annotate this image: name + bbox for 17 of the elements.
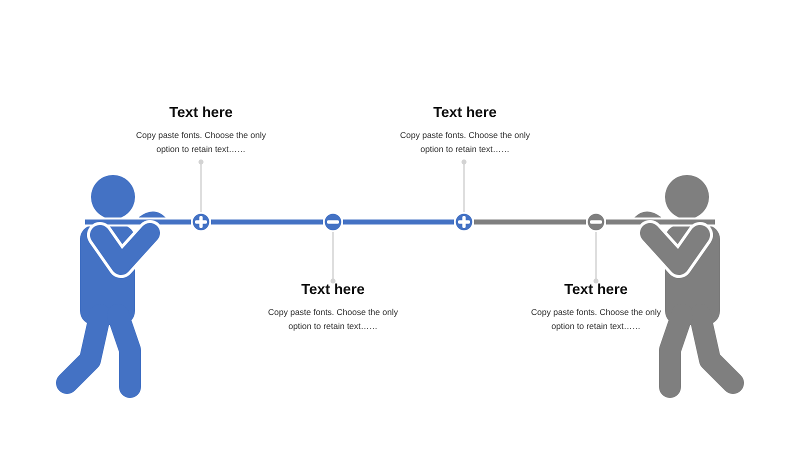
description-text: Copy paste fonts. Choose the only option to retain text…… [267, 306, 399, 333]
leader-line [462, 160, 466, 212]
heading: Text here [301, 281, 365, 299]
rope-line [343, 220, 454, 224]
leader-line [330, 232, 336, 284]
heading: Text here [433, 104, 497, 122]
leader-line [594, 232, 598, 284]
heading: Text here [564, 281, 628, 299]
description-text: Copy paste fonts. Choose the only option to retain text…… [530, 306, 662, 333]
rope-line [170, 220, 191, 224]
rope-line [606, 220, 630, 224]
rope-line [211, 220, 323, 224]
description-text: Copy paste fonts. Choose the only option to retain text…… [399, 129, 531, 156]
rope-line [474, 220, 586, 224]
leader-line [198, 160, 204, 212]
heading: Text here [169, 104, 233, 122]
description-text: Copy paste fonts. Choose the only option to retain text…… [135, 129, 267, 156]
